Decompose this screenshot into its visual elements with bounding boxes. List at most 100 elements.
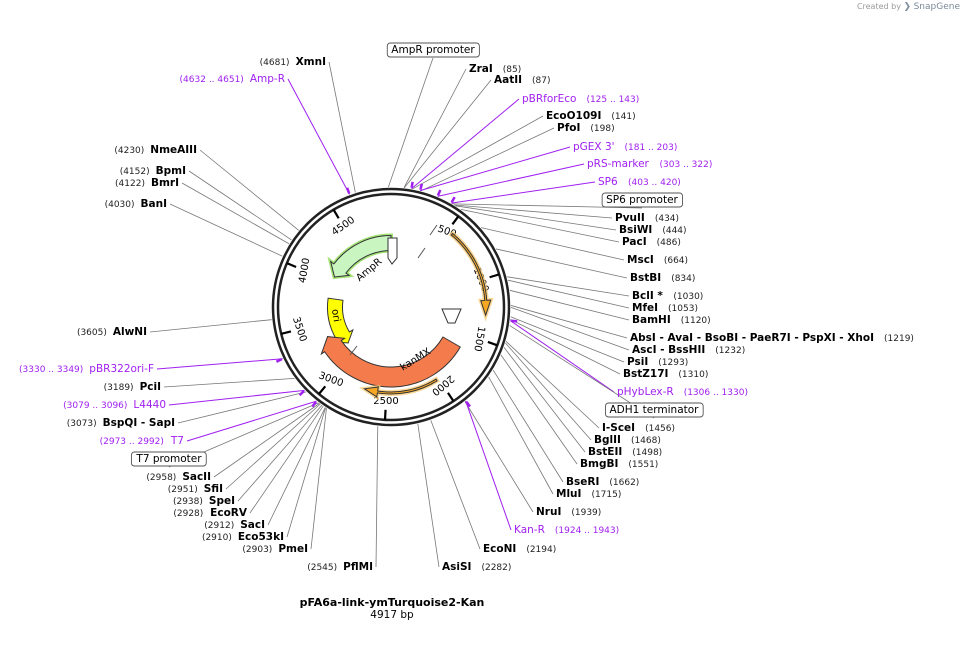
pcii-position: (3189) [104,383,134,393]
nmeaiii-label[interactable]: NmeAIII(4230) [114,144,197,156]
asisi-leader-line [417,423,440,568]
econi-label[interactable]: EcoNI(2194) [483,543,556,555]
orf-arrow-upper[interactable] [450,232,492,317]
sfii-label[interactable]: SfiI(2951) [168,483,223,495]
pflmi-label[interactable]: PflMI(2545) [307,561,373,573]
msci-label[interactable]: MscI(664) [627,254,688,266]
ori-feature-arrow[interactable] [327,297,354,344]
saci-label[interactable]: SacI(2912) [204,519,265,531]
ampr-promoter-label[interactable]: AmpR promoter [386,42,480,58]
phyblex-r-site-mark [511,319,518,323]
paci-label[interactable]: PacI(486) [622,236,681,248]
pbrforeco-name: pBRforEco [522,93,576,105]
snapgene-logo: ❯ [903,2,912,12]
prs-marker-label[interactable]: pRS-marker(303 .. 322) [587,158,712,170]
sp6-promoter-label[interactable]: SP6 promoter [601,192,683,208]
asci-bsshii-leader-line [510,307,630,351]
ampr-feature-arrow[interactable] [329,234,392,278]
mfei-leader-line [507,279,630,309]
pbr322ori-f-label[interactable]: pBR322ori-F(3330 .. 3349) [19,363,154,375]
phyblex-r-name: pHybLex-R [617,386,674,398]
tick-label-4000: 4000 [297,257,312,284]
sp6-label[interactable]: SP6(403 .. 420) [598,176,681,188]
tick-label-3500: 3500 [290,316,308,344]
zrai-label[interactable]: ZraI(85) [469,63,521,75]
msci-name: MscI [627,254,654,266]
asisi-label[interactable]: AsiSI(2282) [442,561,511,573]
bglii-label[interactable]: BglII(1468) [594,434,661,446]
t7-label[interactable]: T7(2973 .. 2992) [100,435,184,447]
t7-promoter-box [130,451,207,467]
nrui-label[interactable]: NruI(1939) [536,506,601,518]
asisi-position: (2282) [481,563,511,573]
bmri-label[interactable]: BmrI(4122) [115,177,179,189]
bseri-label[interactable]: BseRI(1662) [566,476,639,488]
tick-label-3000: 3000 [317,370,345,389]
psii-label[interactable]: PsiI(1293) [627,356,688,368]
bmgbi-label[interactable]: BmgBI(1551) [580,458,658,470]
l4440-name: L4440 [133,399,166,411]
tick-label-1500: 1500 [471,325,486,352]
phyblex-r-leader-line [509,320,615,393]
bstbi-label[interactable]: BstBI(834) [630,272,695,284]
mlui-leader-line [488,376,554,495]
ecoo109i-label[interactable]: EcoO109I(141) [546,110,636,122]
mfei-name: MfeI [632,302,658,314]
kanmx-feature-arrow[interactable] [320,336,461,388]
bstz17i-name: BstZ17I [623,368,668,380]
econi-position: (2194) [526,545,556,555]
adh1-terminator-label[interactable]: ADH1 terminator [605,402,704,418]
sfii-position: (2951) [168,485,198,495]
alwni-label[interactable]: AlwNI(3605) [77,326,147,338]
i-scei-label[interactable]: I-SceI(1456) [602,422,675,434]
bani-label[interactable]: BanI(4030) [105,198,167,210]
orf-arrow-lower[interactable] [363,378,438,398]
bstz17i-label[interactable]: BstZ17I(1310) [623,368,708,380]
bmgbi-position: (1551) [628,460,658,470]
pvuii-leader-line [454,204,613,219]
spei-label[interactable]: SpeI(2938) [173,495,235,507]
sacii-label[interactable]: SacII(2958) [146,471,211,483]
bmri-name: BmrI [151,177,179,189]
bpmi-label[interactable]: BpmI(4152) [120,165,186,177]
pfoi-label[interactable]: PfoI(198) [557,122,615,134]
absi-avai-bsobi-paer7i-pspxi-xhoi-label[interactable]: AbsI - AvaI - BsoBI - PaeR7I - PspXI - X… [630,332,914,344]
asci-bsshii-name: AscI - BssHII [632,344,705,356]
bspqi-sapi-label[interactable]: BspQI - SapI(3073) [67,417,175,429]
bsteii-label[interactable]: BstEII(1498) [588,446,662,458]
kan-r-site-mark [465,400,471,408]
pvuii-label[interactable]: PvuII(434) [615,212,679,224]
t7-promoter-label[interactable]: T7 promoter [130,451,207,467]
alwni-leader-line [149,319,272,333]
label-leader-lines [149,57,655,568]
xmni-label[interactable]: XmnI(4681) [260,56,326,68]
bamhi-name: BamHI [632,314,671,326]
ecorv-label[interactable]: EcoRV(2928) [173,507,248,519]
pcii-label[interactable]: PciI(3189) [104,381,161,393]
pgex-3-label[interactable]: pGEX 3'(181 .. 203) [573,141,677,153]
aatii-label[interactable]: AatII(87) [494,74,551,86]
pbrforeco-label[interactable]: pBRforEco(125 .. 143) [522,93,639,105]
bpmi-position: (4152) [120,167,150,177]
prs-marker-site-mark [436,189,442,196]
bamhi-label[interactable]: BamHI(1120) [632,314,711,326]
mlui-label[interactable]: MluI(1715) [556,488,621,500]
phyblex-r-label[interactable]: pHybLex-R(1306 .. 1330) [617,386,748,398]
pmei-label[interactable]: PmeI(2903) [242,543,308,555]
bsiwi-label[interactable]: BsiWI(444) [619,224,687,236]
kan-r-label[interactable]: Kan-R(1924 .. 1943) [514,524,619,536]
nrui-name: NruI [536,506,561,518]
prs-marker-leader-line [437,163,585,197]
asci-bsshii-label[interactable]: AscI - BssHII(1232) [632,344,745,356]
amp-r-label[interactable]: Amp-R(4632 .. 4651) [180,73,285,85]
bcli-label[interactable]: BclI *(1030) [632,290,703,302]
aatii-position: (87) [532,76,550,86]
nmeaiii-position: (4230) [114,146,144,156]
pflmi-leader-line [375,426,379,568]
bseri-name: BseRI [566,476,599,488]
l4440-label[interactable]: L4440(3079 .. 3096) [63,399,166,411]
eco53ki-label[interactable]: Eco53kI(2910) [202,531,284,543]
mfei-label[interactable]: MfeI(1053) [632,302,698,314]
l4440-leader-line [168,389,305,406]
